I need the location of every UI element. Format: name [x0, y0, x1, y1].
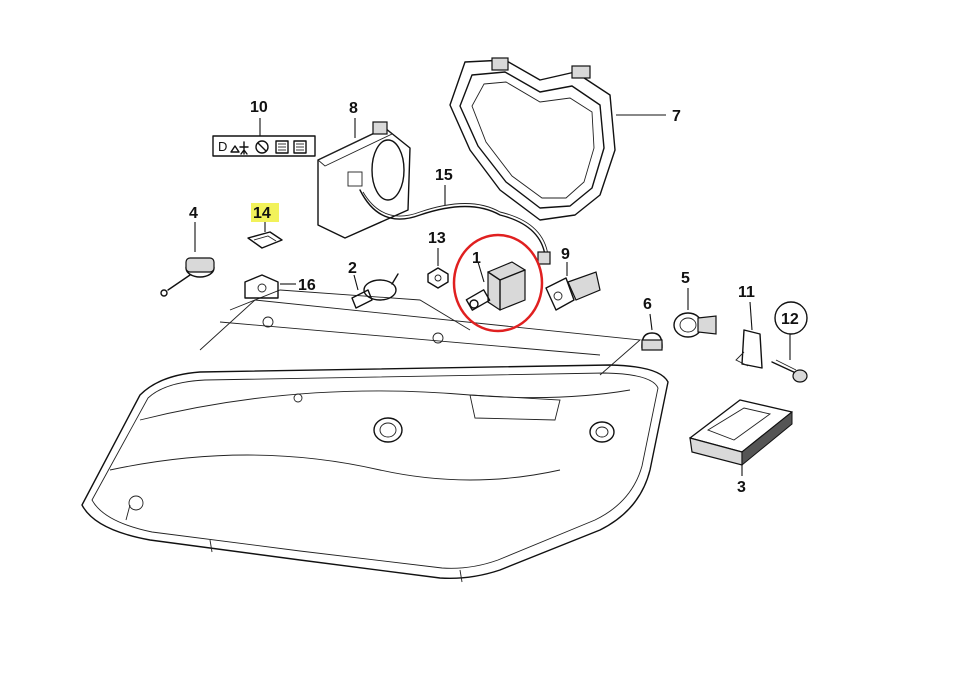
part-12-screw	[771, 301, 808, 383]
person-icon	[239, 141, 249, 155]
part-8-ballast	[317, 118, 411, 239]
callout-7: 7	[672, 108, 681, 125]
part-5-bulb-socket	[673, 288, 717, 338]
part-6-small-bulb	[641, 313, 663, 351]
manual-icon	[293, 140, 307, 154]
warning-triangle-icon	[230, 145, 240, 153]
callout-5: 5	[681, 270, 690, 287]
part-14-clip	[247, 203, 283, 249]
callout-14: 14	[253, 205, 271, 222]
part-9-socket	[545, 262, 601, 311]
part-4-adjuster	[160, 222, 215, 297]
callout-6: 6	[643, 296, 652, 313]
callout-1: 1	[472, 250, 481, 267]
callout-16: 16	[298, 277, 316, 294]
headlight-housing	[81, 289, 669, 583]
callout-10: 10	[250, 99, 268, 116]
part-1-igniter	[452, 233, 544, 333]
callout-13: 13	[428, 230, 446, 247]
manual-icon	[275, 140, 289, 154]
part-2-bulb	[351, 273, 399, 309]
callout-9: 9	[561, 246, 570, 263]
selection-circle	[452, 233, 544, 333]
part-10-label-plate: D	[212, 118, 316, 157]
prohibited-icon	[255, 140, 269, 154]
callout-4: 4	[189, 205, 198, 222]
callout-15: 15	[435, 167, 453, 184]
callout-3: 3	[737, 479, 746, 496]
callout-14-highlight	[251, 203, 279, 222]
part-7-frame	[449, 57, 666, 221]
part-16-bracket	[244, 274, 296, 299]
callout-2: 2	[348, 260, 357, 277]
callout-12: 12	[781, 311, 799, 328]
callout-12-badge	[774, 301, 808, 335]
part-13-nut	[427, 248, 449, 289]
callout-8: 8	[349, 100, 358, 117]
part-11-holder	[735, 301, 763, 369]
part-3-control-unit	[689, 399, 793, 476]
part-15-cable	[359, 185, 551, 265]
callout-11: 11	[738, 284, 755, 301]
label-plate-text: D	[218, 139, 227, 154]
